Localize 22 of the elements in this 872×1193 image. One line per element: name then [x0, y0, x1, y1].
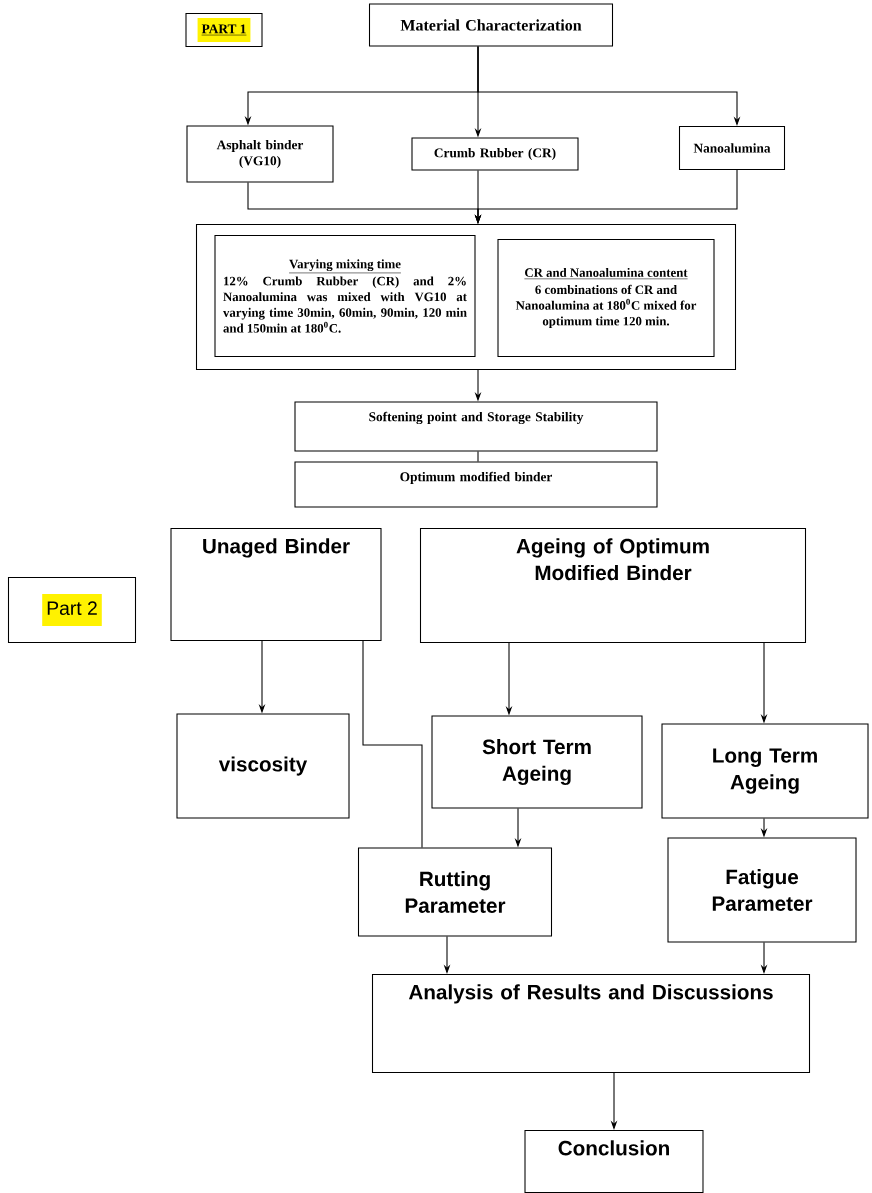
process-box: Unaged Binder — [170, 528, 382, 642]
process-box: Fatigue Parameter — [667, 837, 857, 943]
process-box: Crumb Rubber (CR) — [411, 137, 579, 171]
process-box: Optimum modified binder — [294, 461, 658, 508]
group-box — [195, 223, 737, 371]
process-box: Ageing of Optimum Modified Binder — [419, 528, 807, 644]
part-label: Part 2 — [7, 576, 137, 644]
process-box: Rutting Parameter — [357, 847, 553, 937]
process-box: Conclusion — [524, 1130, 704, 1193]
process-box: Softening point and Storage Stability — [294, 401, 658, 452]
connector-line — [477, 451, 479, 463]
connector-line — [362, 640, 423, 848]
process-box: Material Characterization — [368, 3, 614, 47]
process-box: Varying mixing time 12% Crumb Rubber (CR) and 2% Nanoalumina was mixed with VG10 at varying time 30min, 60min, 90min, 120 min and 150min at 180$^{0}$C. — [214, 234, 476, 358]
process-box: Long Term Ageing — [661, 723, 869, 819]
process-box: Nanoalumina — [678, 125, 786, 171]
part-label: PART 1 — [185, 12, 263, 48]
process-box: CR and Nanoalumina content 6 combinations of CR and Nanoalumina at 180$^{0}$C mixed for optimum time 120 min. — [497, 238, 715, 358]
process-box: Short Term Ageing — [431, 715, 643, 809]
process-box: viscosity — [176, 713, 350, 819]
process-box: Asphalt binder (VG10) — [186, 125, 334, 183]
process-box: Analysis of Results and Discussions — [371, 974, 811, 1074]
